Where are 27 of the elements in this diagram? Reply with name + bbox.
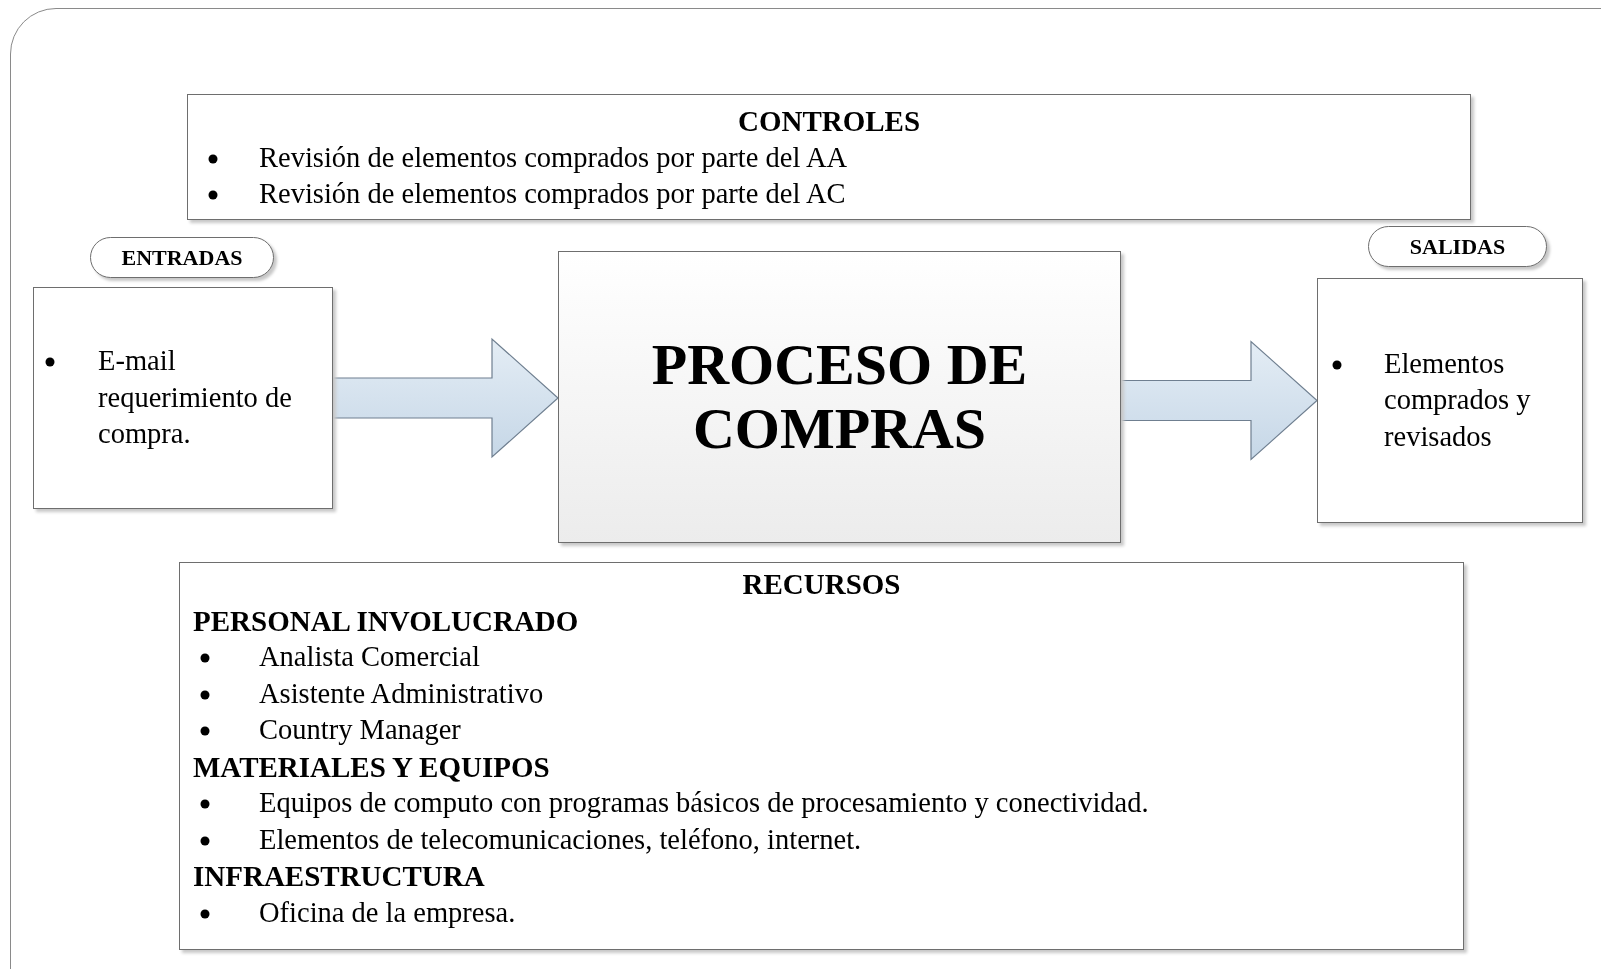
bullet-item: Asistente Administrativo — [259, 676, 544, 711]
block-arrow — [1120, 340, 1318, 461]
bullet-item: Elementos comprados y revisados — [1384, 346, 1532, 454]
bullet-item: Revisión de elementos comprados por parte del AC — [259, 177, 846, 211]
section-heading: INFRAESTRUCTURA — [193, 859, 485, 894]
section-heading: PERSONAL INVOLUCRADO — [193, 603, 579, 639]
controls-box — [187, 94, 1471, 220]
bullet-item: Elementos de telecomunicaciones, teléfono, internet. — [259, 822, 862, 857]
bullet-item: Analista Comercial — [259, 640, 480, 674]
bullet-item: Equipos de computo con programas básicos de procesamiento y conectividad. — [259, 786, 1149, 820]
bullet-item: E-mail requerimiento de compra. — [98, 344, 293, 452]
label-pill — [90, 237, 274, 278]
resources-box — [179, 562, 1464, 950]
label-pill — [1368, 226, 1547, 267]
bullet-item: Oficina de la empresa. — [259, 895, 516, 930]
input-box — [33, 287, 333, 509]
label-text: ENTRADAS — [121, 244, 243, 271]
block-arrow — [332, 337, 559, 459]
section-heading: MATERIALES Y EQUIPOS — [193, 749, 550, 785]
process-box — [558, 251, 1121, 543]
bullet-item: Country Manager — [259, 713, 461, 747]
bullet-item: Revisión de elementos comprados por parte del AA — [259, 140, 848, 175]
box-heading: RECURSOS — [742, 567, 901, 602]
output-box — [1317, 278, 1583, 523]
process-title: PROCESO DE COMPRAS — [650, 333, 1029, 461]
box-heading: CONTROLES — [737, 104, 921, 139]
label-text: SALIDAS — [1409, 233, 1506, 260]
